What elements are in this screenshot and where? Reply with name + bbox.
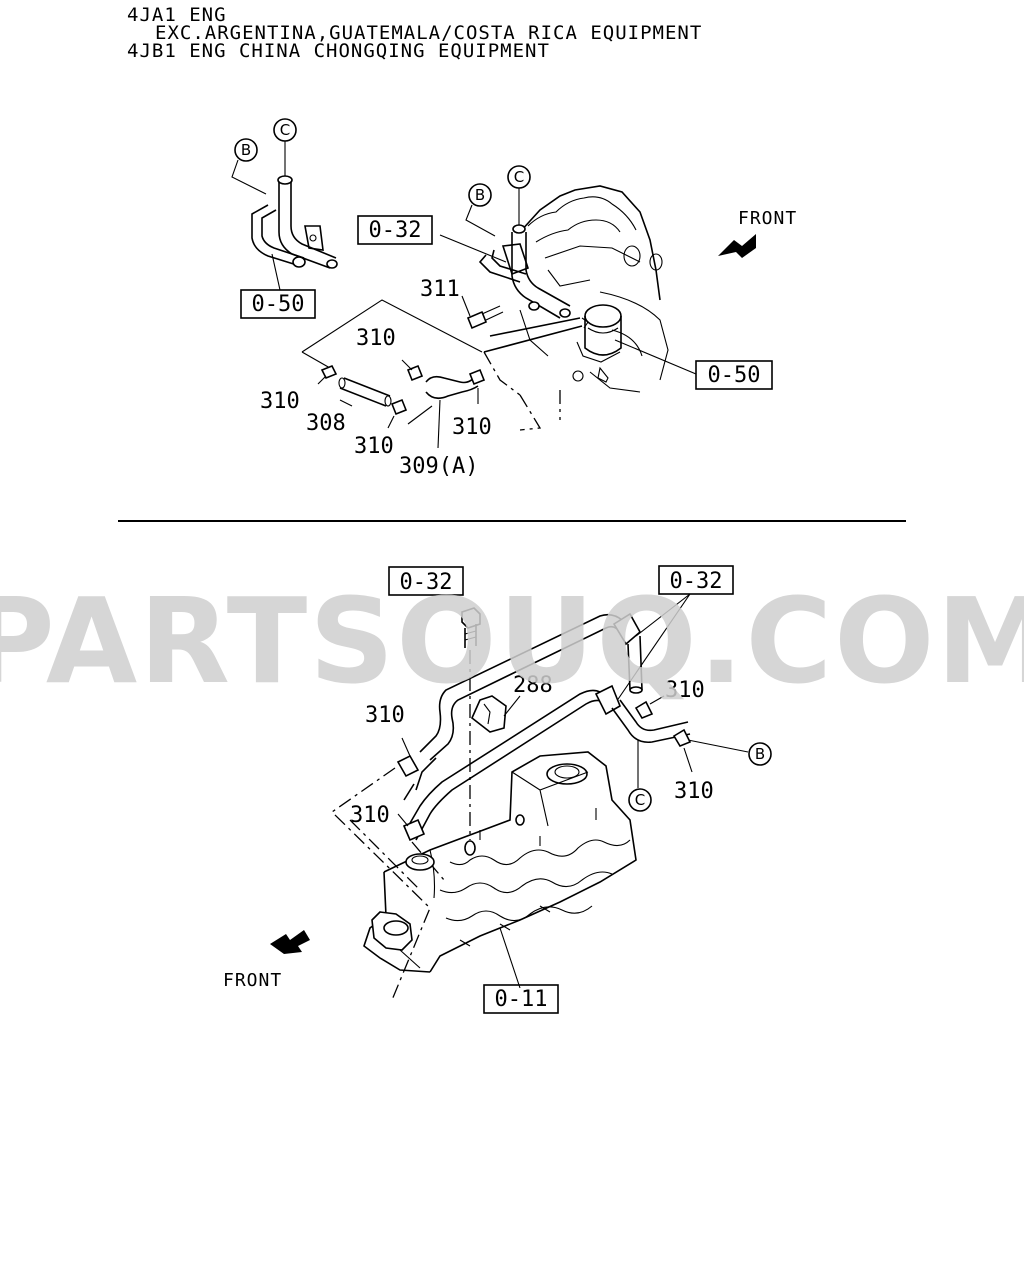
clamps-310-bottom: 310 310 310 310 (350, 678, 714, 842)
top-diagram: B C 0-50 (231, 118, 797, 479)
callout-b-bottom: B (755, 745, 765, 763)
bolt-bottom (461, 607, 481, 856)
callout-b-top-left: B (241, 141, 251, 159)
part-label-310-c: 310 (354, 434, 394, 459)
ref-box-0-50-left (240, 289, 316, 319)
front-arrow-icon-top (718, 234, 756, 258)
part-label-310-d: 310 (452, 415, 492, 440)
ref-0-50-right: 0-50 (708, 363, 761, 388)
ref-box-0-32-bottom-right (658, 565, 734, 595)
ref-box-0-11 (483, 984, 559, 1014)
header-line-2: EXC.ARGENTINA,GUATEMALA/COSTA RICA EQUIP… (155, 22, 702, 44)
bottom-diagram: 0-32 0-32 C (223, 565, 772, 1014)
part-label-310-b-bottom: 310 (350, 803, 390, 828)
engine-block-top (519, 185, 669, 393)
ref-0-32-bottom-right: 0-32 (670, 569, 723, 594)
part-label-310-a-bottom: 310 (365, 703, 405, 728)
upper-hose (419, 612, 643, 761)
callout-circle-b-top-center (468, 183, 492, 207)
ref-0-11: 0-11 (495, 987, 548, 1012)
watermark: PARTSOUQ.COM (0, 572, 1024, 710)
front-label-top: FRONT (738, 208, 797, 229)
pipe-assembly-center: B C 0-32 311 (357, 165, 589, 353)
callout-circle-b-top-left (234, 138, 258, 162)
ref-0-32-bottom-left: 0-32 (400, 570, 453, 595)
callout-c-top-center: C (514, 168, 524, 186)
part-label-288: 288 (513, 673, 553, 698)
ref-box-0-50-right (695, 360, 773, 390)
callout-c-top-left: C (280, 121, 290, 139)
part-label-310-c-bottom: 310 (665, 678, 705, 703)
part-label-310-a: 310 (356, 326, 396, 351)
exploded-hose-parts: 310 310 308 310 310 309(A) (260, 299, 492, 479)
part-label-309a: 309(A) (399, 454, 478, 479)
callout-circle-c-bottom (628, 788, 652, 812)
callout-circle-b-bottom (748, 742, 772, 766)
ref-box-0-32-top (357, 215, 433, 245)
engine-block-bottom (363, 751, 637, 989)
part-label-308: 308 (306, 411, 346, 436)
part-label-311: 311 (420, 277, 460, 302)
pipe-detail-left: B C 0-50 (231, 118, 338, 319)
ref-0-32-top: 0-32 (369, 218, 422, 243)
part-label-310-d-bottom: 310 (674, 779, 714, 804)
callout-c-bottom: C (635, 791, 645, 809)
lower-hose: C B (403, 684, 772, 841)
clip-288: 288 (471, 673, 553, 733)
part-label-310-b: 310 (260, 389, 300, 414)
header-line-1: 4JA1 ENG (127, 4, 227, 26)
ref-0-50-left: 0-50 (252, 292, 305, 317)
callout-b-top-center: B (475, 186, 485, 204)
front-arrow-icon-bottom (270, 930, 310, 954)
ref-box-0-32-bottom-left (388, 566, 464, 596)
header-line-3: 4JB1 ENG CHINA CHONGQING EQUIPMENT (127, 40, 550, 62)
front-label-bottom: FRONT (223, 970, 282, 991)
